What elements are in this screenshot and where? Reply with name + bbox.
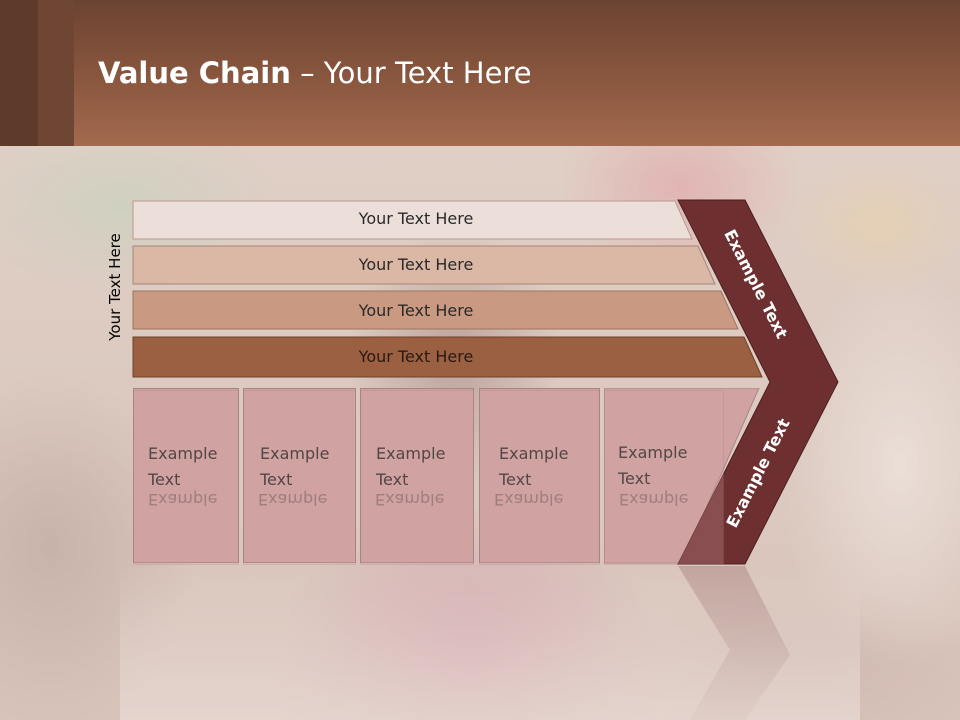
activity-line: Text (148, 470, 181, 489)
tier-bar-3: Your Text Here (132, 290, 739, 330)
title-band: Value Chain – Your Text Here (0, 0, 960, 146)
side-label-text: Your Text Here (106, 233, 124, 341)
activity-line: Example (499, 444, 569, 463)
tier-bar-4: Your Text Here (132, 336, 763, 378)
title-stripe (0, 0, 38, 146)
title-rest: – Your Text Here (290, 56, 532, 90)
tier-bar-label: Your Text Here (358, 301, 474, 320)
activity-line: Text (376, 470, 409, 489)
activity-line: Example (260, 444, 330, 463)
title-stripe (38, 0, 74, 146)
activity-line: Example (148, 444, 218, 463)
activity-line: Text (499, 470, 532, 489)
title-bold: Value Chain (98, 56, 291, 90)
slide-title: Value Chain – Your Text Here (98, 52, 532, 94)
activity-line: Example (376, 444, 446, 463)
tier-bar-label: Your Text Here (358, 347, 474, 366)
tier-bar-1: Your Text Here (132, 200, 693, 240)
tier-bar-2: Your Text Here (132, 245, 716, 285)
tier-bar-label: Your Text Here (358, 209, 474, 228)
tier-bar-label: Your Text Here (358, 255, 474, 274)
activity-line: Text (260, 470, 293, 489)
activity-line: Text (618, 469, 651, 488)
activity-line: Example (618, 443, 688, 462)
